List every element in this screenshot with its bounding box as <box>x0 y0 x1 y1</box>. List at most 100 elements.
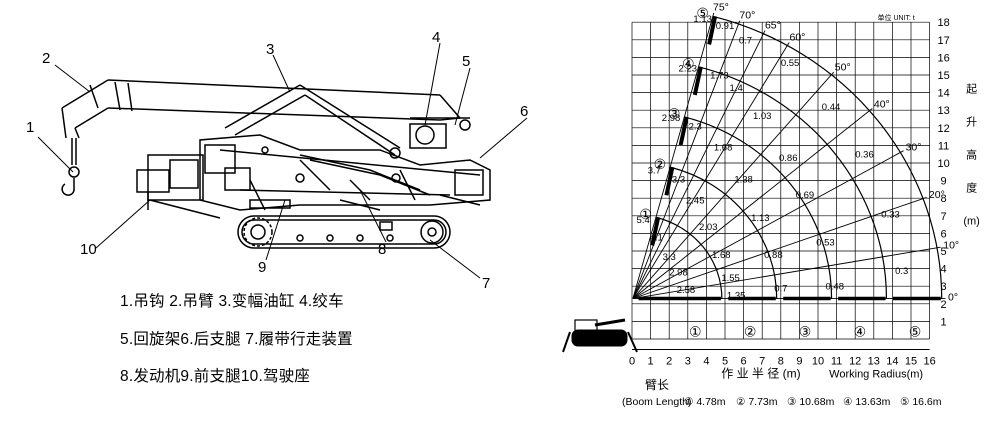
x-tick-label: 15 <box>905 356 917 368</box>
angle-ray <box>632 196 927 299</box>
y-tick-label: 7 <box>941 211 947 223</box>
y-tick-label: 8 <box>941 193 947 205</box>
silhouette-arm <box>594 318 626 327</box>
boom-marker-bottom: ⑤ <box>909 323 922 339</box>
boom-section <box>650 216 661 246</box>
boom-marker-top: ③ <box>668 106 681 122</box>
unit-label: 单位 UNIT: t <box>878 13 915 22</box>
y-tick-label: 4 <box>941 264 947 276</box>
angle-ray <box>632 108 873 299</box>
boom-marker-top: ② <box>654 156 667 172</box>
boom-reach-arc <box>655 216 723 299</box>
angle-label: 0° <box>948 292 958 304</box>
boom-length-item: ② 7.73m <box>736 396 778 408</box>
y-tick-label: 13 <box>937 105 949 117</box>
boom-reach-arc <box>669 166 778 299</box>
x-tick-label: 6 <box>741 356 747 368</box>
legend-line-2: 5.回旋架6.后支腿 7.履带行走装置 <box>120 331 353 348</box>
crawler-track <box>237 215 451 249</box>
load-value-label: 2.45 <box>686 195 705 206</box>
load-value-label: 0.48 <box>825 282 844 293</box>
part-number: 10 <box>80 241 97 258</box>
angle-label: 40° <box>874 99 890 111</box>
y-tick-label: 3 <box>941 281 947 293</box>
operator-cab <box>136 154 221 219</box>
y-tick-label: 14 <box>937 88 949 100</box>
x-tick-label: 14 <box>886 356 898 368</box>
x-tick-label: 12 <box>849 356 861 368</box>
boom-marker-bottom: ① <box>689 323 702 339</box>
boom-length-item: ③ 10.68m <box>787 396 835 408</box>
boom <box>61 79 461 139</box>
crane-silhouette <box>562 318 638 353</box>
load-value-label: 1.13 <box>751 213 770 224</box>
load-value-label: 0.7 <box>739 35 752 46</box>
boom-reach-arc <box>684 116 833 299</box>
y-axis-label-char: 高 <box>966 148 977 162</box>
angle-label: 30° <box>906 141 922 153</box>
angle-label: 20° <box>929 189 945 201</box>
load-value-label: 0.7 <box>774 283 787 294</box>
leader-lines <box>37 42 528 279</box>
y-axis-label-char: 升 <box>966 116 977 129</box>
engine-block <box>204 144 484 196</box>
angle-ray <box>632 246 941 299</box>
load-value-label: 0.69 <box>796 190 815 201</box>
load-value-label: 2.58 <box>677 285 696 296</box>
load-value-label: 2.03 <box>699 222 718 233</box>
boom-section <box>664 166 675 196</box>
load-value-label: 1.38 <box>734 174 753 185</box>
load-value-label: 1.4 <box>730 83 743 94</box>
angle-label: 75° <box>713 2 729 14</box>
angle-ray <box>632 12 715 299</box>
angle-ray <box>632 71 835 299</box>
part-number: 4 <box>432 29 440 46</box>
load-value-label: 0.3 <box>895 266 908 277</box>
load-value-label: 3.7 <box>648 166 661 177</box>
boom-section <box>707 15 718 45</box>
legend-line-3: 8.发动机9.前支腿10.驾驶座 <box>120 368 311 385</box>
y-tick-label: 9 <box>941 176 947 188</box>
part-number: 8 <box>378 241 386 258</box>
load-value-label: 5.4 <box>637 215 650 226</box>
y-tick-label: 17 <box>937 35 949 47</box>
angle-label: 10° <box>943 239 959 251</box>
load-value-label: 0.36 <box>855 150 874 161</box>
boom-section <box>692 66 703 96</box>
load-value-label: 0.88 <box>764 250 783 261</box>
load-value-label: 0.55 <box>781 58 800 69</box>
load-value-label: 0.86 <box>779 153 798 164</box>
luffing-cylinder <box>224 84 401 159</box>
load-value-label: 4.1 <box>650 232 663 243</box>
hook <box>61 138 80 196</box>
load-value-label: 1.13 <box>693 14 712 25</box>
x-tick-label: 3 <box>685 356 691 368</box>
load-value-label: 0.33 <box>881 210 900 221</box>
silhouette-outrigger <box>627 331 638 353</box>
boom-marker-bottom: ③ <box>799 323 812 339</box>
boom-length-item: ① 4.78m <box>684 396 726 408</box>
y-tick-label: 15 <box>937 70 949 82</box>
y-tick-label: 2 <box>941 299 947 311</box>
part-number: 9 <box>258 259 266 276</box>
load-value-label: 1.73 <box>710 71 729 82</box>
y-axis-label-char: 起 <box>966 83 977 96</box>
y-tick-label: 5 <box>941 246 947 258</box>
x-tick-label: 10 <box>812 356 824 368</box>
x-tick-label: 2 <box>666 356 672 368</box>
y-tick-label: 6 <box>941 228 947 240</box>
load-value-label: 1.68 <box>712 250 731 261</box>
part-number: 3 <box>266 41 274 58</box>
angle-ray <box>632 20 741 299</box>
x-axis-label-en: Working Radius(m) <box>829 369 923 381</box>
boom-section <box>678 116 689 146</box>
legend-line-1: 1.吊钩 2.吊臂 3.变幅油缸 4.绞车 <box>120 293 344 310</box>
angle-label: 70° <box>739 10 755 22</box>
x-tick-label: 8 <box>778 356 784 368</box>
boom-length-item: ⑤ 16.6m <box>900 396 942 408</box>
y-axis-label-char: 度 <box>966 181 977 195</box>
part-number: 7 <box>482 275 490 292</box>
crane-side-view <box>61 79 491 249</box>
